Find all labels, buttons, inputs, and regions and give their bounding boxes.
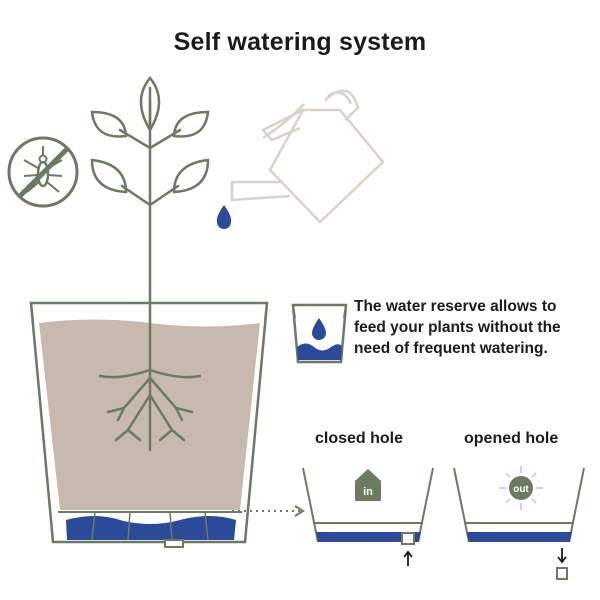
water-drop-icon — [216, 205, 232, 229]
closed-hole-pot: in — [302, 467, 434, 566]
opened-hole-label: opened hole — [464, 430, 559, 447]
page-title: Self watering system — [173, 28, 427, 56]
description-text: The water reserve allows to feed your pl… — [354, 296, 594, 359]
closed-hole-label: closed hole — [315, 430, 404, 447]
arrow-up-icon — [403, 550, 413, 566]
dotted-arrow — [232, 505, 305, 517]
leaf-plant-icon — [90, 76, 210, 452]
reserve-cup-icon — [291, 303, 348, 364]
sun-icon — [499, 466, 543, 510]
watering-can-icon — [230, 89, 385, 224]
house-icon — [355, 469, 381, 501]
closed-hole-badge: in — [363, 486, 373, 498]
description-line: need of frequent watering. — [354, 340, 548, 357]
opened-hole-badge: out — [513, 484, 529, 495]
no-mosquito-icon — [7, 136, 79, 208]
description-line: The water reserve allows to — [354, 298, 557, 315]
description-line: feed your plants without the — [354, 319, 561, 336]
arrow-down-icon — [557, 548, 567, 564]
opened-hole-pot: out — [453, 466, 585, 580]
